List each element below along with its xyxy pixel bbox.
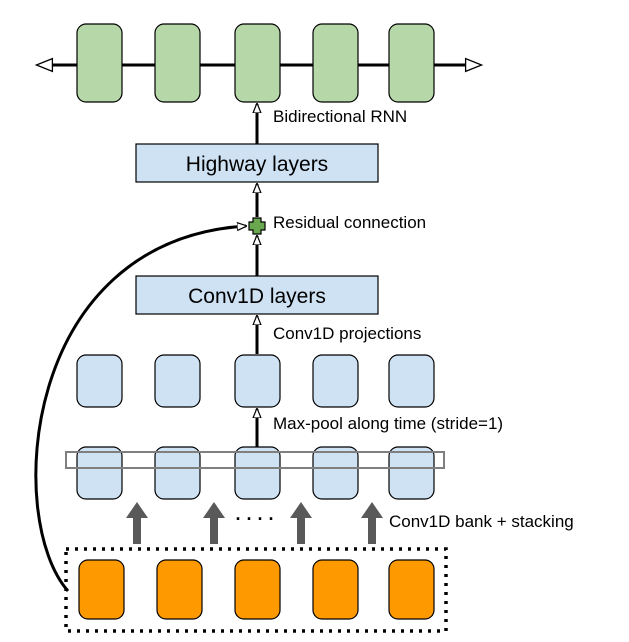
conv1d-bank-row — [65, 446, 445, 500]
gray-up-arrow — [203, 502, 225, 544]
gray-up-arrow — [361, 502, 383, 544]
rnn-cell — [234, 23, 281, 103]
bidirectional-rnn-row — [34, 23, 484, 103]
input-cell — [234, 559, 281, 620]
conv1d-bank-arrows — [126, 502, 383, 544]
conv-bank-cell — [388, 446, 435, 500]
maxpool-label: Max-pool along time (stride=1) — [273, 414, 503, 433]
gray-up-arrow — [290, 502, 312, 544]
input-dotted-frame — [64, 547, 448, 633]
conv-bank-cell — [312, 446, 359, 500]
highway-layers-box — [135, 143, 379, 183]
ellipsis-dots: · · · · — [236, 509, 275, 529]
conv1d-layers-label: Conv1D layers — [188, 285, 326, 308]
residual-connection-label: Residual connection — [273, 213, 426, 232]
maxpool-cell — [76, 354, 123, 408]
conv1d-layers-box — [135, 275, 379, 315]
maxpool-cell — [154, 354, 201, 408]
conv1d-bank-label: Conv1D bank + stacking — [389, 512, 574, 531]
conv-bank-cell — [76, 446, 123, 500]
input-cell — [78, 559, 125, 620]
maxpool-window — [65, 451, 445, 469]
input-cell — [312, 559, 359, 620]
highway-layers-label: Highway layers — [186, 153, 328, 176]
gray-up-arrow — [126, 502, 148, 544]
conv-bank-cell — [234, 446, 281, 500]
maxpool-cell — [312, 354, 359, 408]
input-cell — [156, 559, 203, 620]
bidirectional-rnn-label: Bidirectional RNN — [273, 107, 407, 126]
maxpool-output-row — [76, 354, 435, 408]
conv-bank-cell — [154, 446, 201, 500]
rnn-cell — [312, 23, 359, 103]
rnn-cell — [154, 23, 201, 103]
residual-plus-icon — [248, 217, 266, 235]
maxpool-cell — [234, 354, 281, 408]
residual-curve-arrow — [34, 226, 246, 592]
maxpool-cell — [388, 354, 435, 408]
rnn-cell — [76, 23, 123, 103]
rnn-cell — [388, 23, 435, 103]
conv1d-projections-label: Conv1D projections — [273, 324, 421, 343]
input-sequence — [64, 547, 448, 633]
input-cell — [388, 559, 435, 620]
